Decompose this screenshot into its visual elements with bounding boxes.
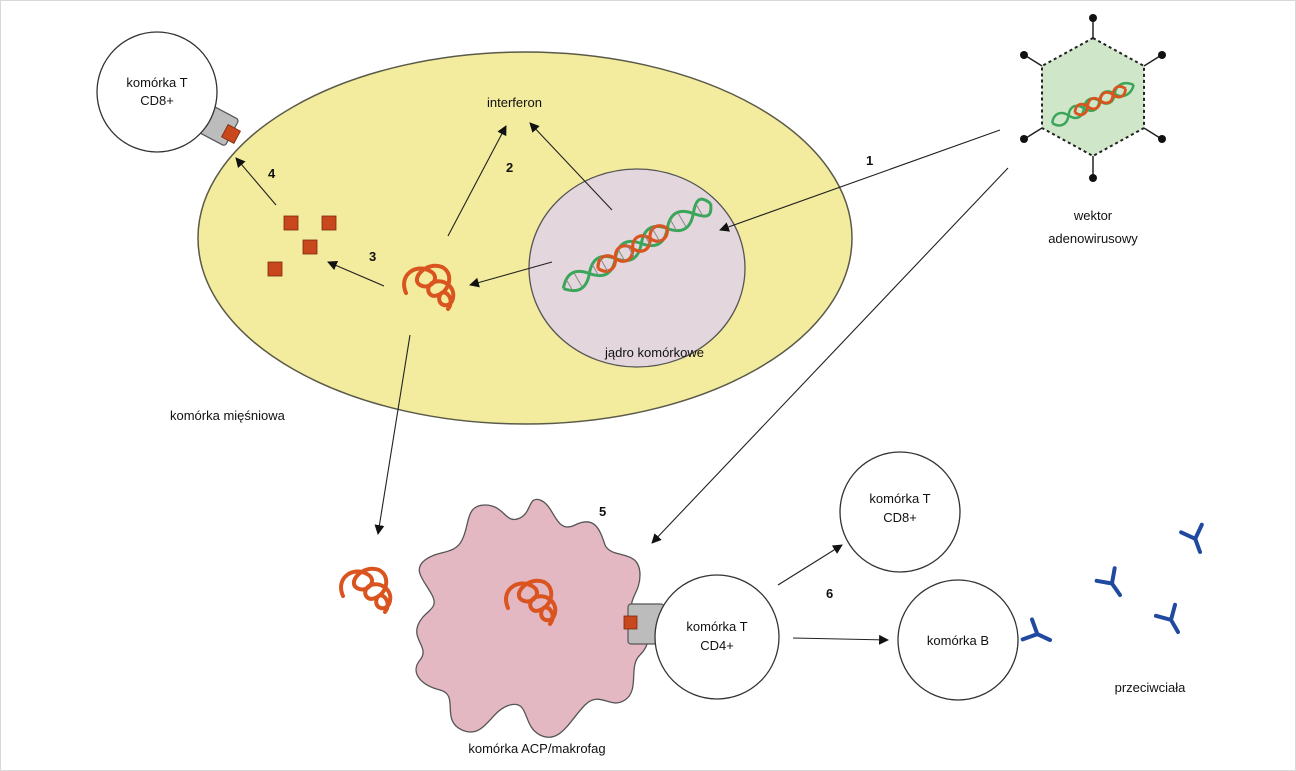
interferon-label: interferon [487, 95, 542, 110]
cell-nucleus [528, 168, 746, 368]
free-protein-icon [339, 566, 393, 614]
arrow-vector-to-nucleus [719, 129, 1001, 232]
antigen-fragment [283, 215, 299, 231]
arrow-dna-to-protein [469, 261, 553, 288]
arrow-protein-to-extracellular [374, 334, 411, 535]
arrow-dna-to-interferon [529, 122, 613, 211]
tcell-cd8-bottom-label-2: CD8+ [883, 510, 917, 525]
antibody-icon [1179, 522, 1213, 558]
arrow-fragments-to-tcell [235, 157, 277, 206]
apc-macrophage-cell [415, 498, 649, 738]
vector-label-2: adenowirusowy [1048, 231, 1138, 246]
step-6-label: 6 [826, 586, 833, 601]
step-5-label: 5 [599, 504, 606, 519]
arrow-protein-to-interferon [447, 125, 507, 237]
tcell-cd4-label-2: CD4+ [700, 638, 734, 653]
apc-label: komórka ACP/makrofag [468, 741, 605, 756]
antigen-fragment [302, 239, 318, 255]
dna-helix-icon [561, 197, 713, 293]
nucleus-label: jądro komórkowe [604, 345, 704, 360]
step-1-label: 1 [866, 153, 873, 168]
presented-antigen-apc [623, 615, 638, 630]
tcell-cd8-top-label-2: CD8+ [140, 93, 174, 108]
antigen-fragment [267, 261, 283, 277]
tcell-cd4-label-1: komórka T [686, 619, 747, 634]
adenovirus-vector-icon [1020, 14, 1166, 182]
tcell-cd8-bottom [839, 451, 961, 573]
bcell [897, 579, 1019, 701]
arrows [235, 122, 1009, 645]
antigen-fragment [321, 215, 337, 231]
muscle-cell-label: komórka mięśniowa [170, 408, 286, 423]
tcell-cd8-top [96, 31, 218, 153]
arrow-cd4-to-bcell [792, 634, 889, 645]
step-4-label: 4 [268, 166, 276, 181]
arrow-protein-to-fragments [327, 260, 385, 287]
tcell-cd4 [654, 574, 780, 700]
step-2-label: 2 [506, 160, 513, 175]
vector-label-1: wektor [1073, 208, 1113, 223]
antigen-fragments [267, 215, 337, 277]
antibody-icon [1020, 617, 1057, 652]
bcell-label: komórka B [927, 633, 989, 648]
antibody-icon [1153, 602, 1190, 640]
tcell-cd8-bottom-label-1: komórka T [869, 491, 930, 506]
arrow-cd4-to-cd8 [777, 544, 843, 586]
antibodies-label: przeciwciała [1115, 680, 1187, 695]
antibodies [1020, 522, 1213, 652]
arrow-vector-to-apc [651, 167, 1009, 544]
presented-antigen [220, 123, 242, 145]
tcell-cd8-top-label-1: komórka T [126, 75, 187, 90]
antibody-icon [1094, 566, 1132, 604]
step-3-label: 3 [369, 249, 376, 264]
